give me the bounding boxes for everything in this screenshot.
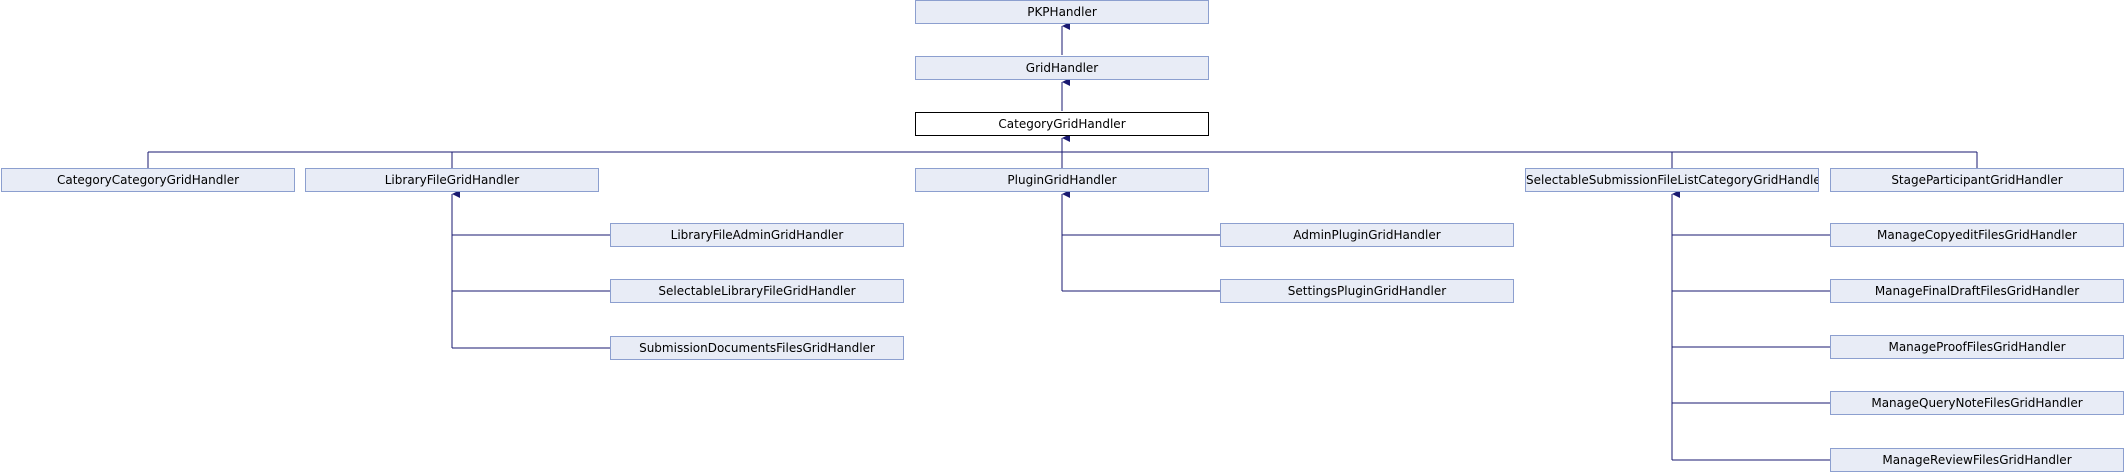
node-categorycategorygridhandler[interactable]: CategoryCategoryGridHandler (1, 168, 295, 192)
node-gridhandler[interactable]: GridHandler (915, 56, 1209, 80)
node-adminplugingridhandler[interactable]: AdminPluginGridHandler (1220, 223, 1514, 247)
node-stageparticipantgridhandler[interactable]: StageParticipantGridHandler (1830, 168, 2124, 192)
node-libraryfileadmingridhandler[interactable]: LibraryFileAdminGridHandler (610, 223, 904, 247)
node-selectablesubmissionfilelistcategorygridhandler[interactable]: SelectableSubmissionFileListCategoryGrid… (1525, 168, 1819, 192)
node-managereviewfilesgridhandler[interactable]: ManageReviewFilesGridHandler (1830, 448, 2124, 472)
node-settingsplugingridhandler[interactable]: SettingsPluginGridHandler (1220, 279, 1514, 303)
node-pkphandler[interactable]: PKPHandler (915, 0, 1209, 24)
node-plugingridhandler[interactable]: PluginGridHandler (915, 168, 1209, 192)
node-categorygridhandler: CategoryGridHandler (915, 112, 1209, 136)
node-managecopyeditfilesgridhandler[interactable]: ManageCopyeditFilesGridHandler (1830, 223, 2124, 247)
node-managequerynotefilesgridhandler[interactable]: ManageQueryNoteFilesGridHandler (1830, 391, 2124, 415)
node-libraryfilegridhandler[interactable]: LibraryFileGridHandler (305, 168, 599, 192)
node-managefinaldraftfilesgridhandler[interactable]: ManageFinalDraftFilesGridHandler (1830, 279, 2124, 303)
node-submissiondocumentsfilesgridhandler[interactable]: SubmissionDocumentsFilesGridHandler (610, 336, 904, 360)
node-manageprooffilesgridhandler[interactable]: ManageProofFilesGridHandler (1830, 335, 2124, 359)
node-selectablelibraryfilegridhandler[interactable]: SelectableLibraryFileGridHandler (610, 279, 904, 303)
